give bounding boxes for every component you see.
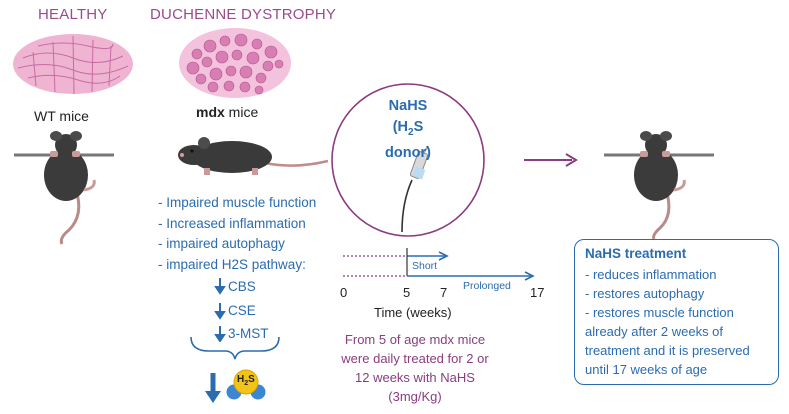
duchenne-heading: DUCHENNE DYSTROPHY (150, 6, 337, 23)
treatment-result-box: NaHS treatment - reduces inflammation - … (574, 239, 779, 385)
healthy-muscle-tissue-image (13, 34, 133, 95)
treatment-line: until 17 weeks of age (585, 362, 708, 377)
h2s-sub: 2 (244, 380, 249, 387)
h2s-h: H (237, 374, 245, 385)
wt-mice-label: WT mice (34, 108, 89, 124)
mdx-mice-label: mdx mice (196, 104, 258, 120)
h2s-molecule-icon: H2S (226, 367, 266, 401)
treatment-line: - reduces inflammation (585, 267, 717, 282)
short-label: Short (412, 260, 438, 272)
protocol-line: 12 weeks with NaHS (355, 370, 475, 385)
wt-mouse-hanging-icon (14, 131, 114, 245)
mdx-effect-item: - impaired H2S pathway: (158, 256, 306, 272)
nahs-line2-sub: 2 (408, 126, 414, 138)
nahs-circle (331, 83, 485, 237)
treatment-line: treatment and it is preserved (585, 343, 750, 358)
dystrophic-muscle-tissue-image (179, 28, 291, 98)
tick-5: 5 (403, 285, 411, 300)
result-arrow (524, 153, 578, 167)
treated-mouse-hanging-icon (604, 131, 714, 240)
mdx-mice-text: mice (224, 104, 259, 120)
mdx-effects-list: - Impaired muscle function - Increased i… (158, 193, 316, 275)
time-axis-label: Time (weeks) (374, 305, 452, 320)
h2s-s: S (248, 374, 255, 385)
tick-0: 0 (340, 285, 348, 300)
mdx-mouse-icon (178, 137, 329, 175)
h2s-brace (190, 336, 280, 403)
protocol-text: From 5 of age mdx mice were daily treate… (330, 330, 500, 406)
prolonged-label: Prolonged (463, 280, 511, 292)
protocol-line: From 5 of age mdx mice (344, 332, 486, 347)
enzyme-arrows (214, 278, 226, 342)
treatment-lines: - reduces inflammation - restores autoph… (585, 265, 750, 379)
h2s-molecule-label: H2S (237, 374, 255, 387)
nahs-line2-pre: (H (392, 119, 409, 135)
nahs-line2: (H2S donor) (372, 117, 444, 164)
tick-7: 7 (440, 285, 448, 300)
protocol-line: (3mg/Kg) (388, 389, 442, 404)
timeline-chart (343, 248, 535, 281)
enzyme-3mst: 3-MST (228, 326, 269, 341)
nahs-line2-post: S donor) (385, 119, 431, 161)
treatment-line: already after 2 weeks of (585, 324, 724, 339)
protocol-line: were daily treated for 2 or (341, 351, 489, 366)
treatment-line: - restores autophagy (585, 286, 705, 301)
mdx-effect-item: - Increased inflammation (158, 215, 306, 231)
mdx-effect-item: - Impaired muscle function (158, 195, 317, 210)
enzyme-cbs: CBS (228, 279, 256, 294)
treatment-line: - restores muscle function (585, 305, 734, 320)
healthy-heading: HEALTHY (38, 6, 108, 23)
tick-17: 17 (530, 285, 545, 300)
nahs-line1: NaHS (388, 98, 428, 114)
mdx-bold-text: mdx (196, 104, 225, 120)
enzyme-cse: CSE (228, 303, 256, 318)
mdx-effect-item: - impaired autophagy (158, 236, 285, 251)
treatment-title: NaHS treatment (585, 246, 687, 261)
syringe-icon (401, 145, 429, 233)
nahs-label: NaHS (H2S donor) (372, 96, 444, 164)
